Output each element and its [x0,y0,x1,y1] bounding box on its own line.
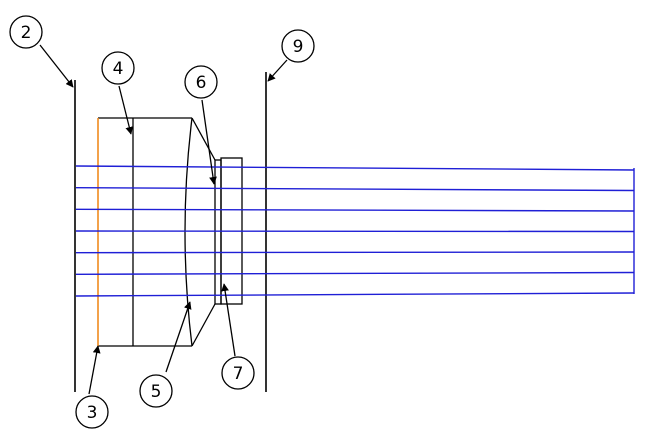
lens-body [98,117,216,347]
leader-6 [201,99,217,185]
ray-line [75,208,635,212]
callout-4: 4 [101,51,135,85]
ray-bundle [75,165,635,297]
callout-7: 7 [221,356,255,390]
ray-line [75,187,635,192]
leader-7 [221,283,236,357]
callout-4-label: 4 [113,59,124,79]
callout-5: 5 [139,374,173,408]
leader-5 [165,301,192,373]
callout-3-label: 3 [87,403,98,423]
ray-line [75,292,635,297]
leader-4 [118,85,134,135]
ray-line [75,251,635,254]
leader-lines [39,44,288,395]
callout-7-label: 7 [233,364,244,384]
callout-5-label: 5 [151,382,162,402]
leader-2 [39,44,74,88]
ray-line [75,165,635,171]
callout-9-label: 9 [293,37,304,57]
callout-6: 6 [184,65,218,99]
ray-line [75,271,635,275]
ray-line [75,230,635,233]
callout-3: 3 [75,395,109,429]
curved-surface [184,117,193,347]
leader-9 [267,59,288,82]
callout-9: 9 [281,29,315,63]
plate-6 [214,159,222,305]
leader-3 [88,345,101,395]
callout-2-label: 2 [21,23,32,43]
callout-2: 2 [9,15,43,49]
callout-6-label: 6 [196,73,207,93]
